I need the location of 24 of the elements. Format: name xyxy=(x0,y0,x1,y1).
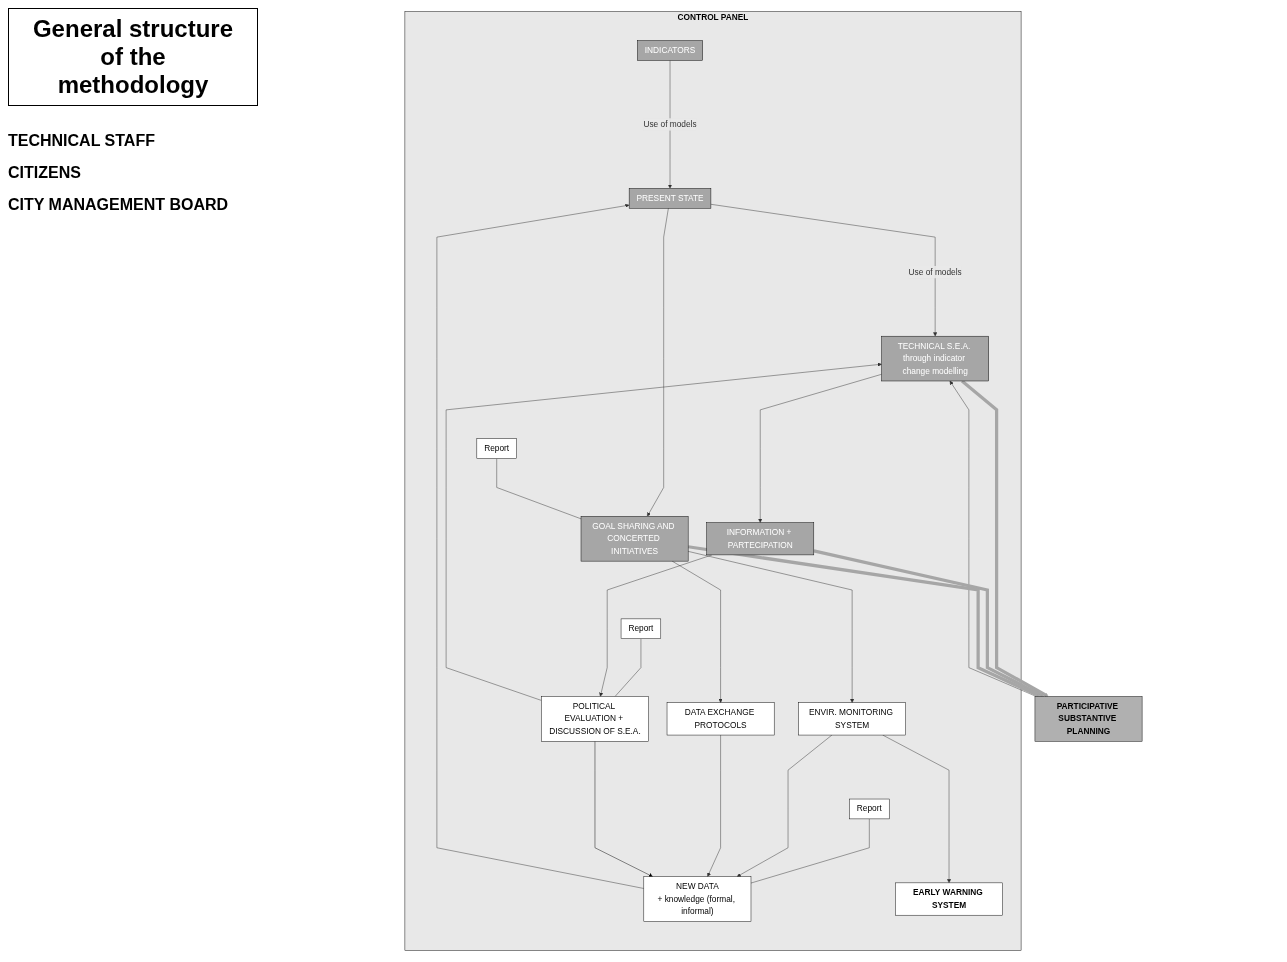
arrow xyxy=(813,549,1045,698)
node-box: INDICATORS xyxy=(637,40,703,61)
edge-label: Use of models xyxy=(643,119,697,129)
diagram-title: General structure of the methodology xyxy=(8,8,258,106)
row-label: TECHNICAL STAFF xyxy=(8,132,155,150)
node-box: EARLY WARNING SYSTEM xyxy=(895,882,1003,916)
node-box: Report xyxy=(620,618,661,639)
node-box: PARTICIPATIVE SUBSTANTIVE PLANNING xyxy=(1034,696,1143,742)
connector xyxy=(496,458,582,520)
edge-label: Use of models xyxy=(908,267,962,277)
connector xyxy=(614,638,642,697)
node-box: PRESENT STATE xyxy=(628,188,712,209)
node-box: ENVIR. MONITORING SYSTEM xyxy=(798,702,906,736)
row-label: CITIZENS xyxy=(8,164,81,182)
row-label: CITY MANAGEMENT BOARD xyxy=(8,196,229,214)
node-box: TECHNICAL S.E.A. through indicator change modelling xyxy=(881,335,989,382)
node-box: Report xyxy=(849,798,890,820)
arrow xyxy=(687,545,1041,698)
node-box: GOAL SHARING AND CONCERTED INITIATIVES xyxy=(580,516,689,562)
node-box: INFORMATION + PARTECIPATION xyxy=(706,522,815,556)
node-box: Report xyxy=(476,438,517,459)
node-box: NEW DATA + knowledge (formal, informal) xyxy=(643,876,752,922)
node-box: POLITICAL EVALUATION + DISCUSSION OF S.E.A. xyxy=(541,696,649,742)
node-box: DATA EXCHANGE PROTOCOLS xyxy=(666,702,775,736)
